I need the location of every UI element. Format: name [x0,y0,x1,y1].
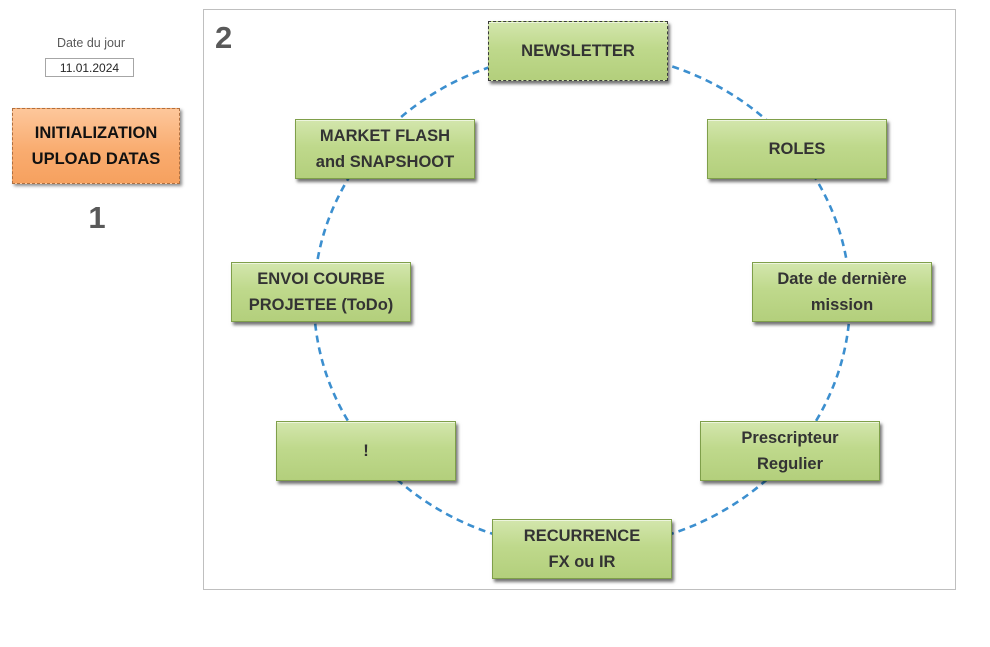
initialization-upload-button[interactable]: INITIALIZATION UPLOAD DATAS [12,108,180,184]
date-field[interactable]: 11.01.2024 [45,58,134,77]
cycle-node-newsletter[interactable]: NEWSLETTER [488,21,668,81]
cycle-node-exclamation[interactable]: ! [276,421,456,481]
cycle-node-roles[interactable]: ROLES [707,119,887,179]
cycle-node-date-derniere-mission[interactable]: Date de dernière mission [752,262,932,322]
cycle-node-recurrence[interactable]: RECURRENCE FX ou IR [492,519,672,579]
date-label: Date du jour [56,36,126,50]
cycle-node-envoi-courbe[interactable]: ENVOI COURBE PROJETEE (ToDo) [231,262,411,322]
step-number-1: 1 [88,200,106,235]
cycle-node-prescripteur-regulier[interactable]: Prescripteur Regulier [700,421,880,481]
cycle-node-market-flash[interactable]: MARKET FLASH and SNAPSHOOT [295,119,475,179]
step-number-2: 2 [215,20,233,55]
